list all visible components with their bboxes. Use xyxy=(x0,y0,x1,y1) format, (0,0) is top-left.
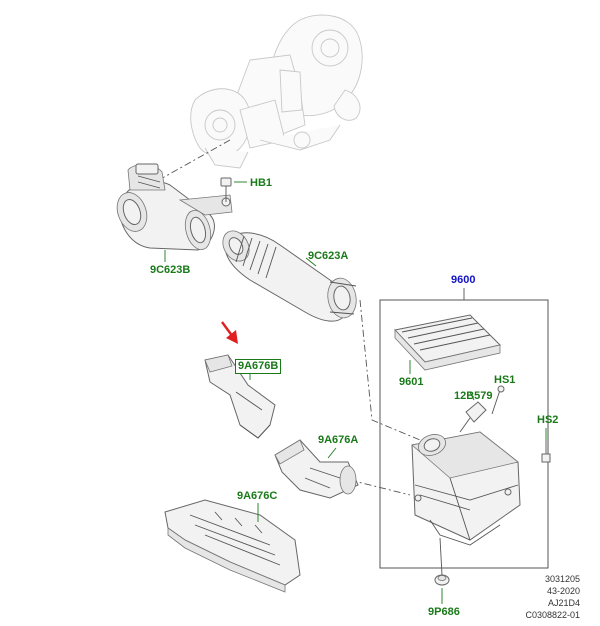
intake-hose-9c623a xyxy=(222,230,357,322)
flow-line-hose xyxy=(359,299,421,441)
callout-9a676c: 9A676C xyxy=(237,490,278,502)
callout-hs2: HS2 xyxy=(537,414,559,426)
filter-element-9601 xyxy=(394,314,501,374)
air-duct-9a676a xyxy=(274,439,359,499)
grommet-9p686 xyxy=(434,537,450,604)
callout-hb1: HB1 xyxy=(250,177,273,189)
callout-9601: 9601 xyxy=(399,376,424,388)
reference-codes: 3031205 43-2020 AJ21D4 C0308822-01 xyxy=(500,573,580,621)
reference-code-line: 43-2020 xyxy=(546,586,580,596)
leader-9c623a xyxy=(305,257,317,267)
callout-12b579: 12B579 xyxy=(454,390,493,402)
highlight-arrow xyxy=(221,321,238,344)
reference-code-line: C0308822-01 xyxy=(525,610,580,620)
air-duct-9a676b xyxy=(204,354,276,439)
callout-9c623a: 9C623A xyxy=(308,250,349,262)
flow-line-duct xyxy=(349,479,411,496)
callout-9a676b: 9A676B xyxy=(235,359,282,374)
screw-hs1 xyxy=(491,385,505,415)
air-cleaner-housing xyxy=(411,431,521,546)
intake-pipe-9c623b xyxy=(116,163,233,251)
bolt-hb1 xyxy=(220,177,247,202)
callout-9a676a: 9A676A xyxy=(318,434,359,446)
flow-line-turbo xyxy=(149,139,231,186)
sensor-12b579 xyxy=(459,391,487,433)
reference-code-line: 3031205 xyxy=(544,574,580,584)
callout-9p686: 9P686 xyxy=(428,606,460,618)
reference-code-line: AJ21D4 xyxy=(547,598,580,608)
turbocharger-ghost xyxy=(190,14,363,169)
callout-9600: 9600 xyxy=(451,274,476,286)
air-shroud-9a676c xyxy=(164,499,301,593)
callout-hs1: HS1 xyxy=(494,374,516,386)
screw-hs2 xyxy=(541,428,551,463)
callout-9c623b: 9C623B xyxy=(150,264,191,276)
